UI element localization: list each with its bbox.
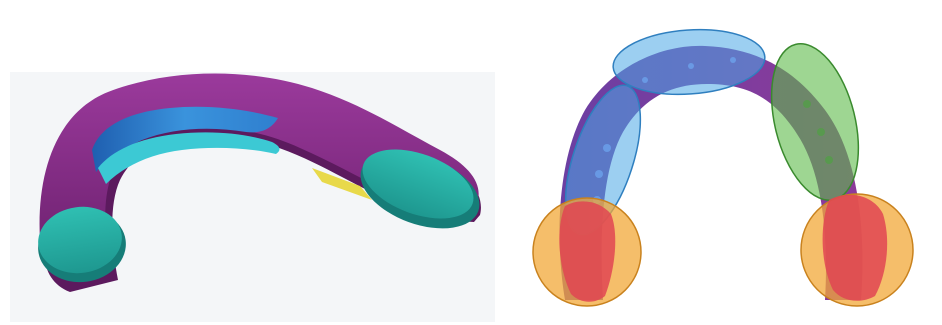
splint-3d-model-panel bbox=[0, 0, 495, 325]
splint-3d-model-image bbox=[0, 0, 495, 325]
region-right-molar bbox=[801, 194, 913, 306]
region-right-premolars-green bbox=[757, 35, 873, 210]
dental-arch-region-image bbox=[495, 0, 942, 325]
dental-arch-region-panel bbox=[495, 0, 942, 325]
region-left-molar bbox=[533, 198, 641, 306]
